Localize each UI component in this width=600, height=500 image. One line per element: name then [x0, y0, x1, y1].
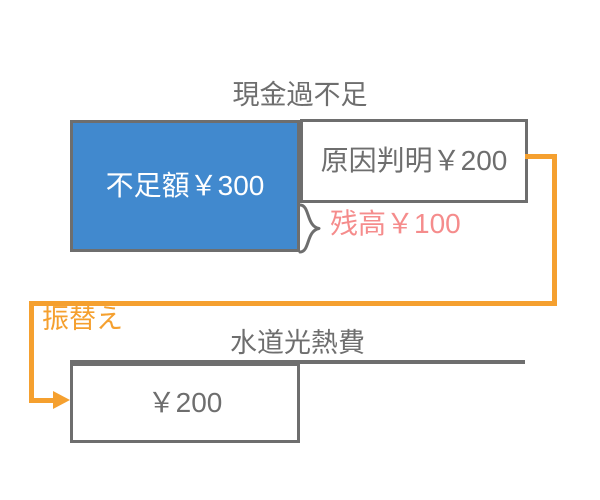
- transfer-connector-label: 振替え: [42, 304, 123, 334]
- transfer-connector-segment-down-right: [552, 154, 557, 306]
- transfer-connector-segment-down-left: [29, 301, 34, 403]
- cash-over-short-debit-box: 不足額￥300: [70, 120, 300, 252]
- cash-over-short-credit-amount: 原因判明￥200: [320, 145, 508, 176]
- balance-brace-icon: [298, 203, 321, 254]
- cash-over-short-balance-label: 残高￥100: [330, 208, 461, 239]
- cash-over-short-account-title: 現金過不足: [232, 80, 368, 110]
- transfer-connector-segment-across: [29, 301, 557, 306]
- transfer-connector-segment-right: [525, 154, 557, 159]
- transfer-connector-segment-into-box: [29, 398, 55, 403]
- utilities-account-top-rule: [70, 360, 525, 364]
- utilities-expense-debit-box: ￥200: [70, 363, 300, 443]
- transfer-arrowhead-icon: [53, 391, 70, 409]
- cash-over-short-debit-amount: 不足額￥300: [105, 170, 265, 201]
- cash-over-short-credit-box: 原因判明￥200: [300, 119, 528, 203]
- utilities-expense-debit-amount: ￥200: [147, 387, 223, 418]
- utilities-expense-account-title: 水道光熱費: [230, 328, 365, 358]
